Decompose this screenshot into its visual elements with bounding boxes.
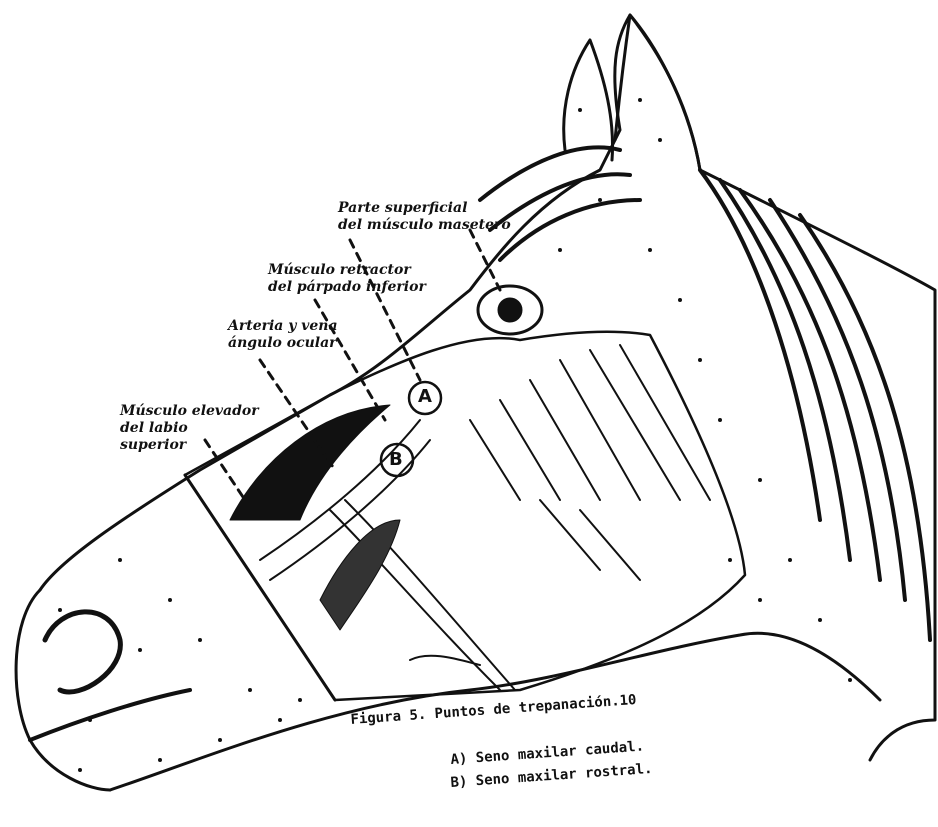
ear-left xyxy=(564,40,613,160)
label-retractor: Músculo retractor del párpado inferior xyxy=(268,262,426,296)
label-elevador: Músculo elevador del labio superior xyxy=(120,403,259,454)
label-arteria-line2: ángulo ocular xyxy=(228,335,338,352)
label-retractor-line2: del párpado inferior xyxy=(268,279,426,296)
point-b-label: B xyxy=(389,449,403,470)
label-elevador-line3: superior xyxy=(120,437,259,454)
retractor-muscle xyxy=(320,520,400,630)
label-masetero-line1: Parte superficial xyxy=(338,200,511,217)
label-elevador-line1: Músculo elevador xyxy=(120,403,259,420)
label-arteria-line1: Arteria y vena xyxy=(228,318,338,335)
mouth-line xyxy=(30,690,190,740)
nostril xyxy=(45,612,120,692)
mane xyxy=(480,147,930,640)
label-elevador-line2: del labio xyxy=(120,420,259,437)
label-retractor-line1: Músculo retractor xyxy=(268,262,426,279)
point-a-label: A xyxy=(418,386,432,407)
head-outline xyxy=(40,15,935,760)
ear-right xyxy=(615,15,700,170)
label-arteria: Arteria y vena ángulo ocular xyxy=(228,318,338,352)
label-masetero-line2: del músculo masetero xyxy=(338,217,511,234)
label-masetero: Parte superficial del músculo masetero xyxy=(338,200,511,234)
